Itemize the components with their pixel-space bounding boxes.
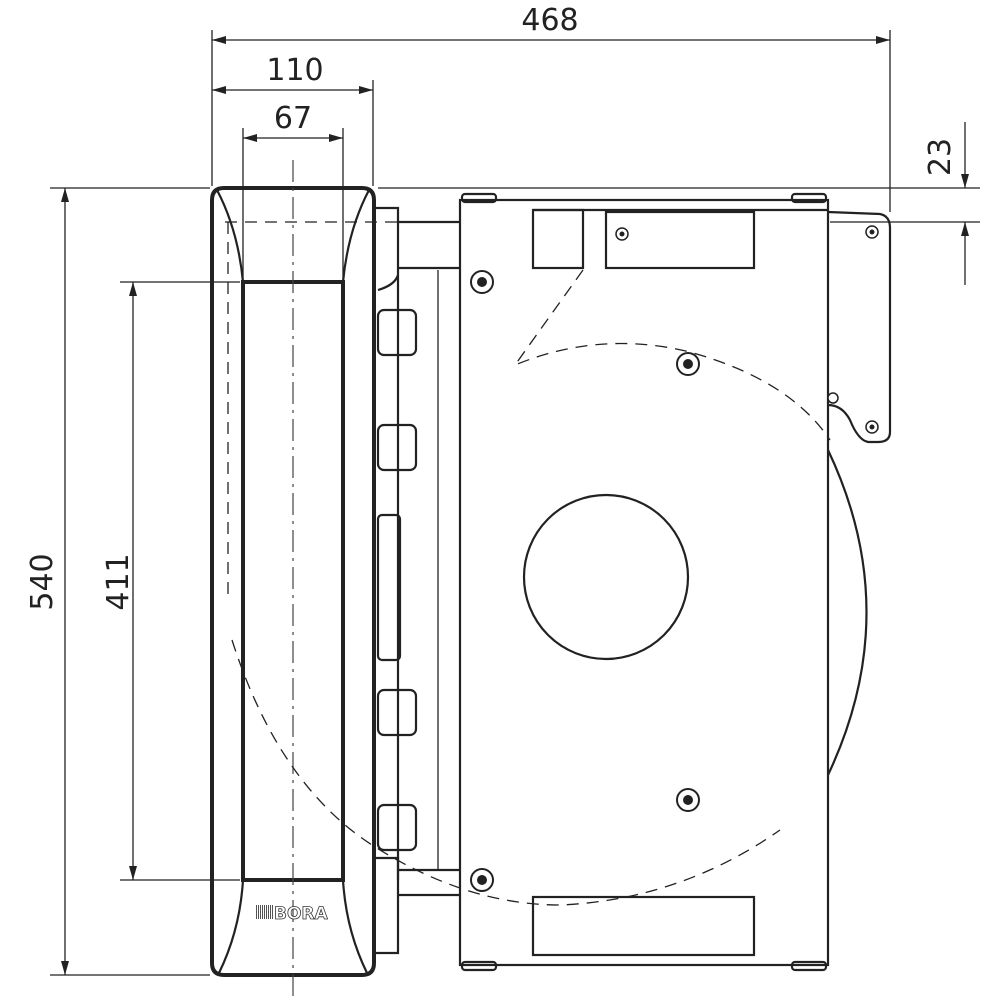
dimension-label-540: 540	[25, 553, 60, 610]
motor-section	[376, 206, 460, 955]
exhaust-opening	[522, 493, 690, 661]
dimension-label-411: 411	[101, 553, 136, 610]
outer-arc	[827, 449, 868, 776]
dimension-23: 23	[923, 122, 969, 285]
screw-icon	[470, 868, 494, 892]
dimension-540: 540	[25, 188, 69, 975]
extension-lines	[50, 30, 980, 976]
dimension-468: 468	[212, 3, 890, 44]
dimension-label-468: 468	[521, 3, 578, 38]
bora-logo: BORA	[274, 904, 328, 924]
dimension-67: 67	[243, 101, 343, 142]
screw-icon	[865, 420, 879, 434]
dimension-label-67: 67	[274, 101, 312, 136]
front-panel: BORA	[210, 160, 400, 1000]
fan-housing	[231, 192, 892, 972]
dimension-411: 411	[101, 282, 137, 880]
screw-icon	[865, 225, 879, 239]
dimension-110: 110	[212, 53, 373, 94]
dimension-label-110: 110	[266, 53, 323, 88]
screw-icon	[676, 788, 700, 812]
screw-icon	[827, 392, 839, 404]
dimension-label-23: 23	[923, 138, 958, 176]
screw-icon	[470, 270, 494, 294]
screw-icon	[676, 352, 700, 376]
screws	[470, 225, 879, 892]
bora-logo-mark	[255, 905, 273, 919]
screw-icon	[615, 227, 629, 241]
